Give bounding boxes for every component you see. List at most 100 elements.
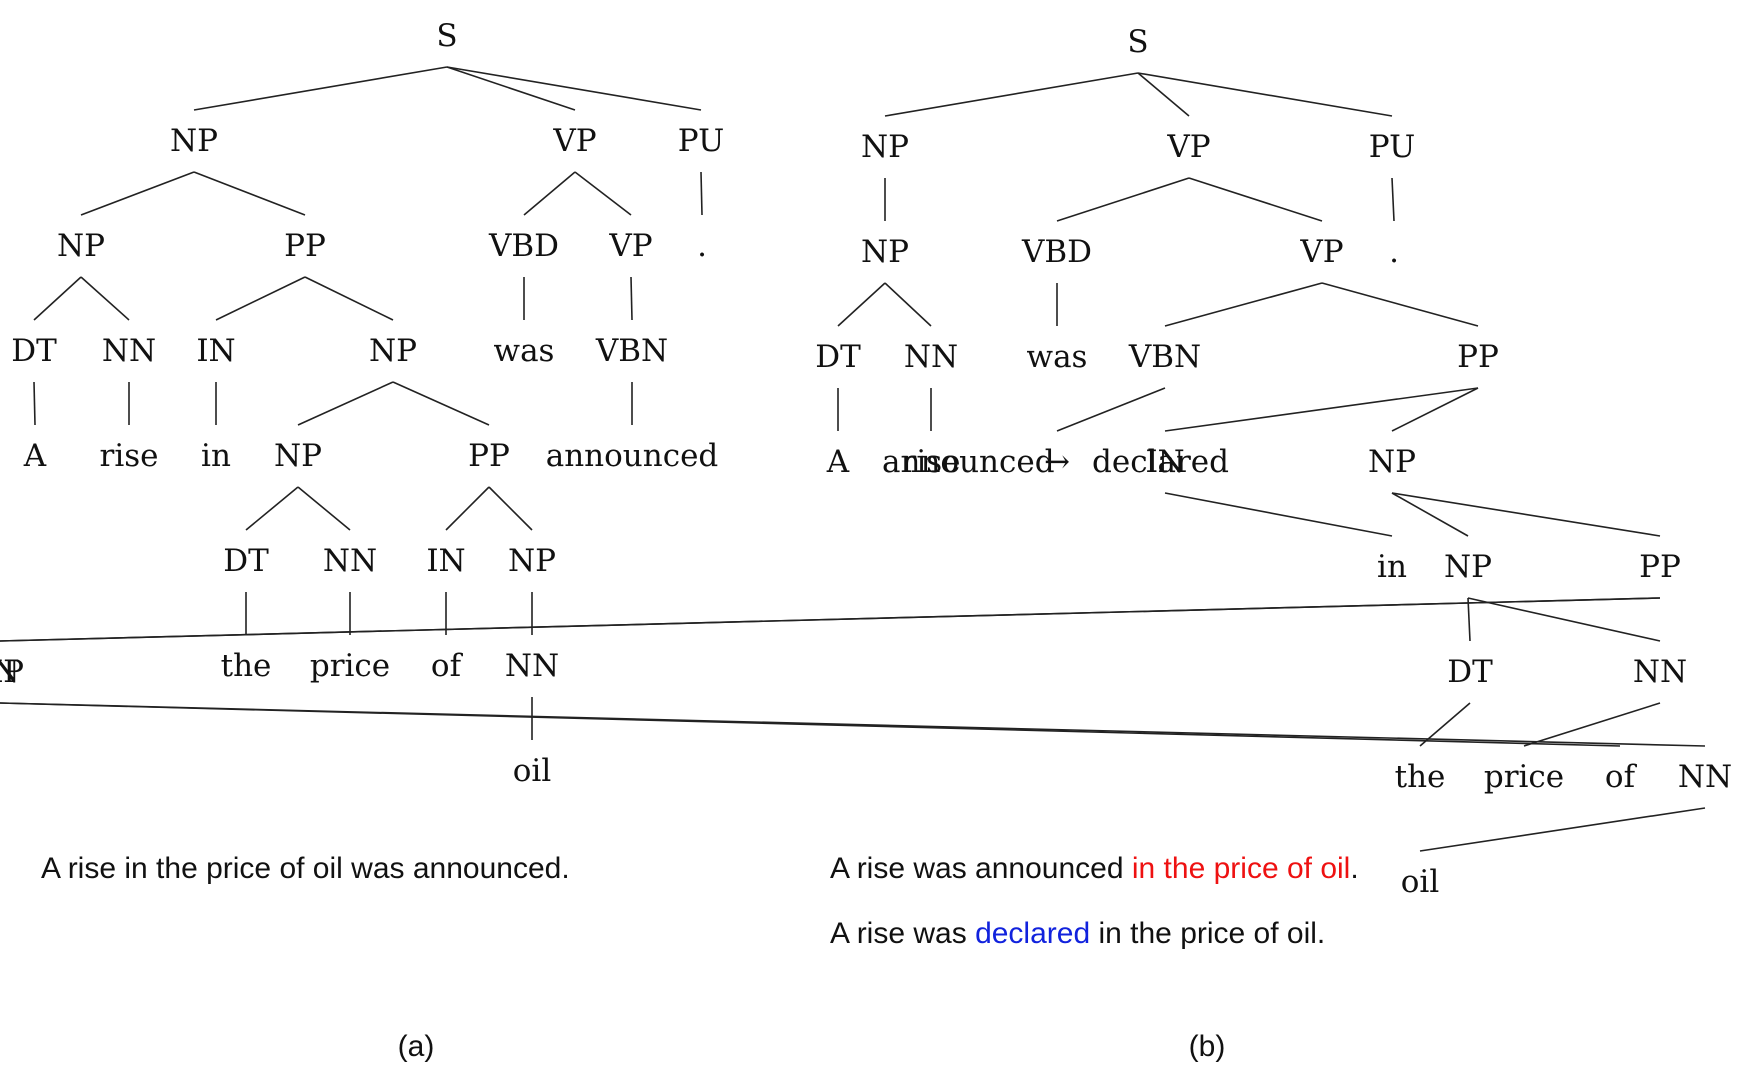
sentence-b-substituted-highlight: declared: [975, 917, 1091, 950]
tree-node-NP: NP: [170, 123, 218, 159]
tree-node-NP: NP: [1368, 444, 1416, 480]
tree-word-the: the: [221, 648, 272, 684]
tree-node-NP: NP: [861, 129, 909, 165]
sentence-b-substituted: A rise was declared in the price of oil.: [830, 917, 1325, 951]
tree-node-VP: VP: [552, 123, 596, 159]
tree-edge: [1164, 492, 1393, 537]
tree-node-NP: NP: [57, 228, 105, 264]
tree-edge: [1188, 177, 1323, 222]
tree-edge: [630, 276, 633, 321]
tree-edge: [1391, 492, 1469, 537]
tree-node-NP: NP: [274, 438, 322, 474]
tree-node-S: S: [436, 18, 457, 54]
tree-edge: [1164, 282, 1323, 327]
tree-node-NN: NN: [102, 333, 156, 369]
sentence-b-moved: A rise was announced in the price of oil…: [830, 852, 1359, 886]
tree-node-NN: NN: [505, 648, 559, 684]
tree-edge: [1137, 72, 1393, 117]
tree-edge: [700, 171, 703, 216]
tree-node-NP: NP: [1444, 549, 1492, 585]
tree-edge: [1321, 282, 1479, 327]
tree-edge: [1391, 177, 1395, 222]
tree-edge: [884, 282, 932, 327]
tree-edge: [245, 486, 299, 531]
tree-node-NN: NN: [1633, 654, 1687, 690]
tree-node-NN: NN: [323, 543, 377, 579]
tree-node-VBD: VBD: [1021, 234, 1092, 270]
tree-edge: [33, 381, 36, 426]
tree-node-DT: DT: [223, 543, 269, 579]
tree-edge: [837, 282, 886, 327]
tree-word-rise: rise: [100, 438, 159, 474]
tree-node-NN: NN: [1678, 759, 1732, 795]
tree-edge: [1523, 702, 1661, 747]
sentence-b-moved-after: .: [1350, 852, 1359, 885]
tree-word-of: of: [431, 648, 464, 684]
tree-node-NP: NP: [861, 234, 909, 270]
tree-node-NP: NP: [0, 654, 24, 690]
tree-word-price: price: [310, 648, 390, 684]
tree-edge: [0, 597, 1661, 642]
sentence-b-moved-highlight: in the price of oil: [1131, 852, 1351, 885]
tree-edge: [33, 276, 82, 321]
tree-word-A: A: [23, 438, 47, 474]
tree-node-IN: IN: [1145, 444, 1184, 480]
parse-tree-a: SNPNPDTANNrisePPINinNPNPDTtheNNpricePPIN…: [11, 18, 724, 789]
tree-word-oil: oil: [1401, 864, 1440, 900]
tree-edge: [1467, 597, 1471, 642]
tree-edge: [1056, 387, 1166, 432]
tree-node-VBD: VBD: [488, 228, 559, 264]
tree-edge: [445, 486, 490, 531]
tree-edge: [1137, 72, 1190, 117]
tree-word-replacement: declared: [1092, 444, 1229, 480]
tree-edge: [446, 66, 702, 111]
tree-node-DT: DT: [815, 339, 861, 375]
tree-word-was: was: [494, 333, 555, 369]
tree-word-oil: oil: [513, 753, 552, 789]
tree-word-: .: [1389, 234, 1399, 270]
tree-node-VBN: VBN: [595, 333, 668, 369]
tree-node-VBN: VBN: [1128, 339, 1201, 375]
tree-edge: [193, 171, 306, 216]
tree-edge: [80, 171, 195, 216]
tree-edge: [884, 72, 1139, 117]
tree-node-VP: VP: [1299, 234, 1343, 270]
tree-edge: [80, 276, 130, 321]
tree-edge: [392, 381, 490, 426]
tree-node-VP: VP: [1166, 129, 1210, 165]
tree-edge: [215, 276, 306, 321]
tree-word-: .: [697, 228, 707, 264]
tree-word-the: the: [1395, 759, 1446, 795]
tree-edge: [1419, 807, 1706, 852]
tree-edge: [0, 702, 1706, 747]
caption-a: (a): [397, 1030, 435, 1063]
tree-node-PU: PU: [1369, 129, 1415, 165]
tree-node-IN: IN: [0, 654, 20, 690]
tree-word-announced: announced: [546, 438, 719, 474]
tree-node-PP: PP: [1457, 339, 1499, 375]
tree-edge: [523, 171, 576, 216]
tree-edge: [488, 486, 533, 531]
tree-word-rise: rise: [902, 444, 961, 480]
tree-node-DT: DT: [1447, 654, 1493, 690]
tree-node-IN: IN: [426, 543, 465, 579]
tree-edge: [574, 171, 632, 216]
tree-edge: [1164, 387, 1479, 432]
tree-node-DT: DT: [11, 333, 57, 369]
tree-word-price: price: [1484, 759, 1564, 795]
tree-word-A: A: [826, 444, 850, 480]
tree-node-S: S: [1127, 24, 1148, 60]
tree-node-NN: NN: [904, 339, 958, 375]
tree-word-of: of: [1605, 759, 1638, 795]
caption-b: (b): [1188, 1030, 1226, 1063]
sentence-b-substituted-before: A rise was: [830, 917, 976, 950]
tree-node-IN: IN: [196, 333, 235, 369]
tree-edge: [1391, 492, 1661, 537]
tree-edge: [1056, 177, 1190, 222]
tree-node-PU: PU: [678, 123, 724, 159]
sentence-b-substituted-after: in the price of oil.: [1090, 917, 1326, 950]
tree-word-was: was: [1027, 339, 1088, 375]
parse-tree-b: SNPNPDTANNriseVPVBDwasVPVBNannounced→dec…: [0, 24, 1732, 900]
tree-edge: [1467, 597, 1661, 642]
